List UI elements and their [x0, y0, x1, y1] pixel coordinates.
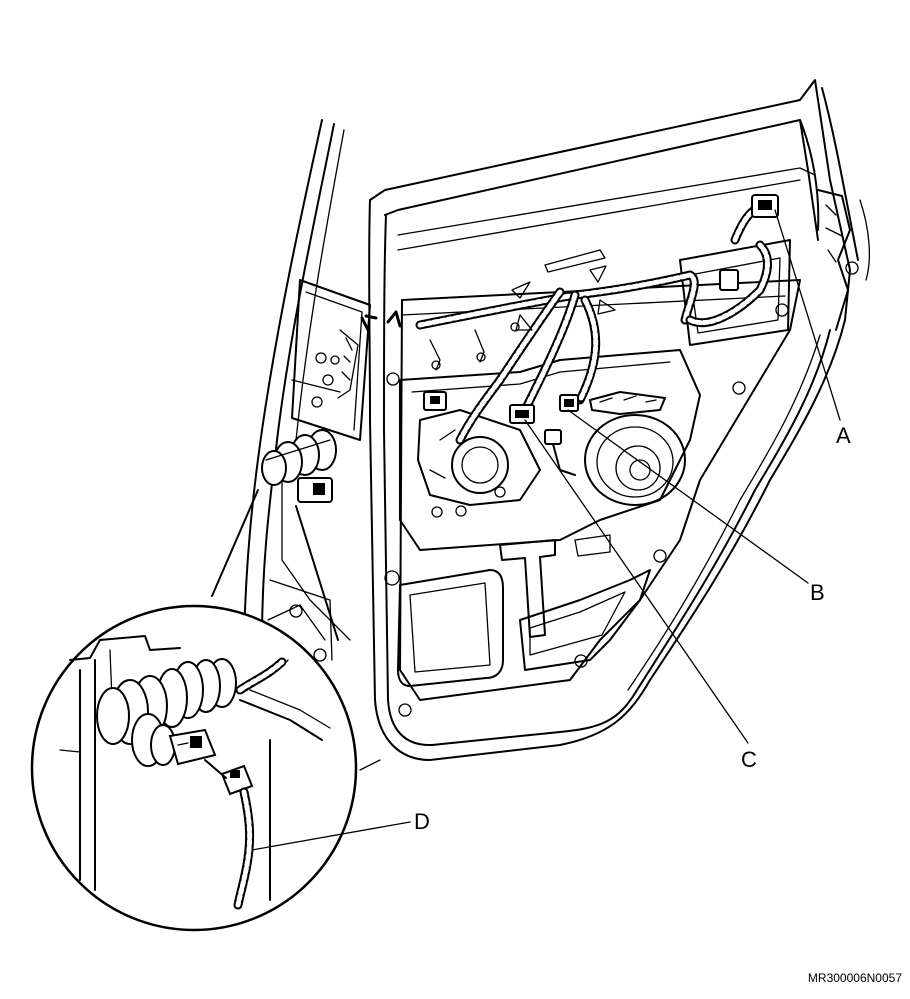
- body-pillar: [243, 119, 402, 662]
- callout-b: B: [810, 580, 825, 605]
- door-frame: [359, 79, 871, 771]
- harness-grommet: [261, 429, 337, 503]
- door-speaker: [584, 391, 686, 506]
- leader-a: [774, 209, 841, 421]
- leader-b: [567, 409, 809, 584]
- leader-c: [524, 419, 749, 744]
- detail-magnifier: [30, 489, 358, 932]
- callout-a: A: [836, 423, 851, 448]
- leader-d: [251, 821, 411, 851]
- callout-d: D: [414, 809, 430, 834]
- figure-reference-code: MR300006N0057: [808, 971, 902, 985]
- inner-door-panel: [384, 239, 801, 717]
- regulator-motor: [417, 391, 541, 506]
- callout-leaders: [251, 209, 841, 851]
- callout-c: C: [741, 747, 757, 772]
- wiring-harness: [415, 194, 779, 476]
